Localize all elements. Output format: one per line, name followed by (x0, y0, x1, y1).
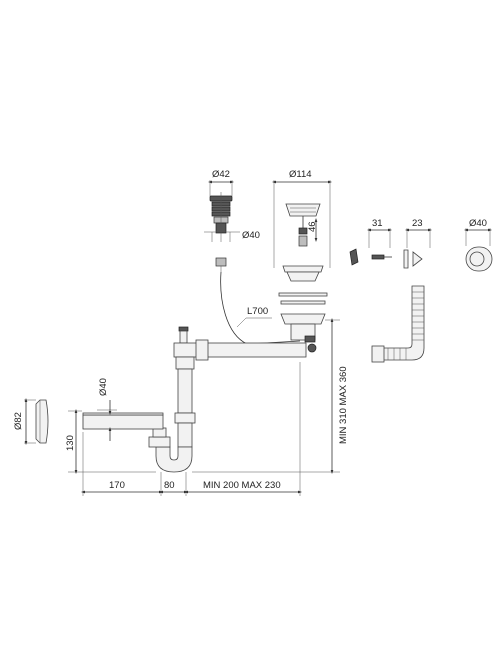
stopper-knob-part (204, 180, 240, 272)
trap-offset-label: 80 (164, 480, 175, 491)
basket-height-label: 46 (307, 221, 318, 232)
outlet-pipe-diameter-label: Ø40 (98, 378, 109, 396)
outlet-height-label: 130 (65, 435, 76, 451)
stopper-top-diameter-label: Ø42 (212, 169, 230, 180)
overflow-parts (349, 228, 493, 272)
cable-length-label: L700 (247, 306, 268, 317)
overflow-hose-part (371, 285, 425, 363)
overflow-cap-diameter-label: Ø40 (469, 218, 487, 229)
siphon-assembly (82, 326, 307, 473)
trap-height-range-label: MIN 310 MAX 360 (338, 366, 349, 444)
basket-strainer-part (272, 180, 332, 353)
plug-part (24, 398, 49, 445)
overflow-width-a-label: 31 (372, 218, 383, 229)
plug-diameter-label: Ø82 (13, 412, 24, 430)
basket-diameter-label: Ø114 (289, 169, 312, 180)
overflow-width-b-label: 23 (412, 218, 423, 229)
dimension-lines (68, 318, 340, 496)
horizontal-range-label: MIN 200 MAX 230 (203, 480, 281, 491)
stopper-bottom-diameter-label: Ø40 (242, 230, 260, 241)
outlet-length-label: 170 (109, 480, 125, 491)
